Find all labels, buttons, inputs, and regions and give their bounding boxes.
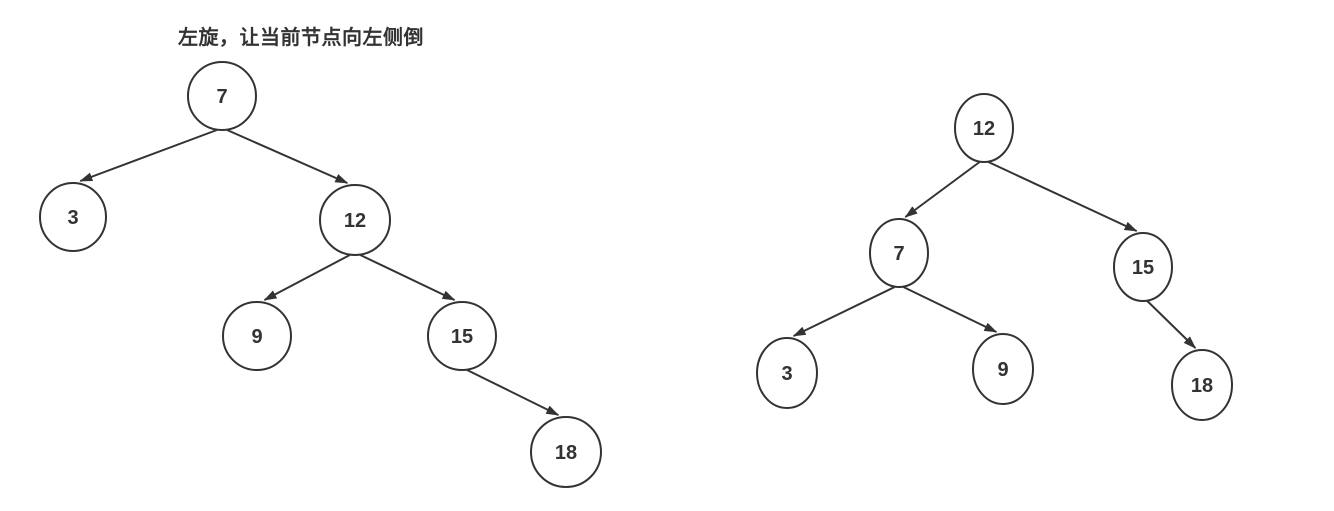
tree-node-before-rotation-7	[187, 61, 257, 131]
tree-node-after-rotation-18	[1171, 349, 1233, 421]
tree-node-label-12: 12	[344, 210, 366, 232]
tree-edge-R7-R9	[902, 286, 998, 333]
tree-edge-R12-R15	[987, 161, 1138, 232]
tree-node-label-3: 3	[781, 363, 792, 385]
tree-node-after-rotation-7	[869, 218, 929, 288]
tree-edge-R7-R3	[792, 286, 896, 337]
tree-node-label-9: 9	[251, 326, 262, 348]
tree-edge-L7-L3	[79, 129, 218, 182]
tree-edge-R12-R7	[904, 161, 981, 218]
tree-node-label-18: 18	[1191, 375, 1213, 397]
tree-edge-L7-L12	[226, 129, 349, 184]
tree-node-label-7: 7	[893, 243, 904, 265]
tree-node-before-rotation-9	[222, 301, 292, 371]
tree-edge-L12-L9	[263, 254, 351, 301]
tree-node-after-rotation-3	[756, 337, 818, 409]
tree-node-label-3: 3	[67, 207, 78, 229]
tree-after-rotation: 12 7 15 3 9 18	[756, 93, 1233, 421]
tree-node-label-7: 7	[216, 86, 227, 108]
tree-node-label-15: 15	[451, 326, 473, 348]
tree-node-label-18: 18	[555, 442, 577, 464]
tree-node-before-rotation-12	[319, 184, 391, 256]
tree-node-label-15: 15	[1132, 257, 1154, 279]
tree-before-rotation: 7 3 12 9 15 18	[39, 61, 602, 488]
tree-edge-L15-L18	[466, 369, 560, 416]
tree-node-before-rotation-15	[427, 301, 497, 371]
tree-edge-R15-R18	[1146, 300, 1197, 349]
diagram-title: 左旋，让当前节点向左侧倒	[178, 27, 424, 49]
tree-node-before-rotation-18	[530, 416, 602, 488]
tree-node-after-rotation-15	[1113, 232, 1173, 302]
tree-node-after-rotation-9	[972, 333, 1034, 405]
tree-node-label-9: 9	[997, 359, 1008, 381]
tree-node-before-rotation-3	[39, 182, 107, 252]
tree-node-after-rotation-12	[954, 93, 1014, 163]
tree-edge-L12-L15	[359, 254, 456, 301]
tree-node-label-12: 12	[973, 118, 995, 140]
